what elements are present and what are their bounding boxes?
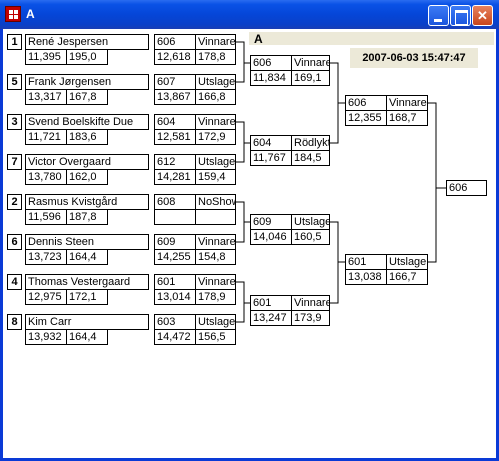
match-stat-2: 166,8 — [195, 89, 236, 105]
match-stat-1: 13,247 — [250, 310, 292, 326]
match-id[interactable]: 606 — [345, 95, 387, 111]
seed-badge: 8 — [7, 314, 22, 330]
player-stat-2: 172,1 — [66, 289, 108, 305]
match-stat-2: 154,8 — [195, 249, 236, 265]
maximize-button[interactable] — [450, 5, 471, 26]
player-name[interactable]: Dennis Steen — [25, 234, 149, 250]
match-stat-2: 159,4 — [195, 169, 236, 185]
match-stat-2: 172,9 — [195, 129, 236, 145]
match-stat-2: 166,7 — [386, 269, 428, 285]
final-winner[interactable]: 606 — [446, 180, 487, 196]
seed-badge: 3 — [7, 114, 22, 130]
match-status: Utslagen — [195, 154, 236, 170]
player-stat-1: 11,721 — [25, 129, 67, 145]
match-status: Vinnare — [195, 34, 236, 50]
match-status: Utslagen — [291, 214, 330, 230]
match-id[interactable]: 608 — [154, 194, 196, 210]
player-stat-1: 13,780 — [25, 169, 67, 185]
match-stat-1: 12,618 — [154, 49, 196, 65]
match-stat-2: 156,5 — [195, 329, 236, 345]
player-stat-2: 164,4 — [66, 249, 108, 265]
match-stat-2: 178,8 — [195, 49, 236, 65]
header-letter: A — [254, 32, 263, 46]
minimize-button[interactable] — [428, 5, 449, 26]
match-stat-1: 11,834 — [250, 70, 292, 86]
match-status: Vinnare — [195, 234, 236, 250]
seed-badge: 4 — [7, 274, 22, 290]
datetime-label: 2007-06-03 15:47:47 — [350, 48, 478, 68]
match-stat-2: 160,5 — [291, 229, 330, 245]
player-stat-2: 195,0 — [66, 49, 108, 65]
match-id[interactable]: 603 — [154, 314, 196, 330]
player-stat-1: 13,723 — [25, 249, 67, 265]
match-stat-2: 178,9 — [195, 289, 236, 305]
player-name[interactable]: René Jespersen — [25, 34, 149, 50]
match-id[interactable]: 606 — [154, 34, 196, 50]
match-id[interactable]: 604 — [154, 114, 196, 130]
player-stat-1: 11,596 — [25, 209, 67, 225]
match-id[interactable]: 601 — [345, 254, 387, 270]
match-status: Utslagen — [195, 314, 236, 330]
match-id[interactable]: 604 — [250, 135, 292, 151]
player-stat-1: 13,317 — [25, 89, 67, 105]
match-stat-1: 12,581 — [154, 129, 196, 145]
player-stat-1: 12,975 — [25, 289, 67, 305]
title-bar[interactable]: A ✕ — [0, 0, 499, 29]
match-id[interactable]: 612 — [154, 154, 196, 170]
match-stat-1: 13,014 — [154, 289, 196, 305]
match-stat-1: 13,867 — [154, 89, 196, 105]
seed-badge: 1 — [7, 34, 22, 50]
seed-badge: 7 — [7, 154, 22, 170]
player-stat-2: 164,4 — [66, 329, 108, 345]
player-name[interactable]: Rasmus Kvistgård — [25, 194, 149, 210]
seed-badge: 5 — [7, 74, 22, 90]
player-stat-1: 11,395 — [25, 49, 67, 65]
app-icon[interactable] — [5, 6, 21, 22]
match-stat-1: 11,767 — [250, 150, 292, 166]
match-status: Vinnare — [195, 274, 236, 290]
match-status: Vinnare — [386, 95, 428, 111]
match-status: Vinnare — [291, 295, 330, 311]
player-name[interactable]: Svend Boelskifte Due — [25, 114, 149, 130]
match-stat-2: 184,5 — [291, 150, 330, 166]
match-id[interactable]: 609 — [250, 214, 292, 230]
player-name[interactable]: Victor Overgaard — [25, 154, 149, 170]
match-stat-2: 169,1 — [291, 70, 330, 86]
match-stat-1: 14,472 — [154, 329, 196, 345]
player-stat-2: 162,0 — [66, 169, 108, 185]
seed-badge: 6 — [7, 234, 22, 250]
header-bar — [249, 32, 494, 45]
seed-badge: 2 — [7, 194, 22, 210]
player-stat-2: 167,8 — [66, 89, 108, 105]
match-stat-1 — [154, 209, 196, 225]
close-button[interactable]: ✕ — [472, 5, 493, 26]
match-id[interactable]: 607 — [154, 74, 196, 90]
player-stat-2: 187,8 — [66, 209, 108, 225]
match-stat-2 — [195, 209, 236, 225]
match-stat-1: 14,255 — [154, 249, 196, 265]
window-title: A — [26, 7, 35, 21]
player-name[interactable]: Kim Carr — [25, 314, 149, 330]
match-status: Utslagen — [386, 254, 428, 270]
match-id[interactable]: 601 — [154, 274, 196, 290]
player-name[interactable]: Thomas Vestergaard — [25, 274, 149, 290]
player-name[interactable]: Frank Jørgensen — [25, 74, 149, 90]
match-stat-2: 168,7 — [386, 110, 428, 126]
player-stat-2: 183,6 — [66, 129, 108, 145]
match-stat-1: 12,355 — [345, 110, 387, 126]
match-status: Vinnare — [195, 114, 236, 130]
match-status: NoShow — [195, 194, 236, 210]
match-id[interactable]: 601 — [250, 295, 292, 311]
match-status: Utslagen — [195, 74, 236, 90]
match-id[interactable]: 609 — [154, 234, 196, 250]
match-stat-1: 13,038 — [345, 269, 387, 285]
match-stat-1: 14,281 — [154, 169, 196, 185]
match-stat-1: 14,046 — [250, 229, 292, 245]
match-status: Rödlykta — [291, 135, 330, 151]
player-stat-1: 13,932 — [25, 329, 67, 345]
match-status: Vinnare — [291, 55, 330, 71]
match-stat-2: 173,9 — [291, 310, 330, 326]
match-id[interactable]: 606 — [250, 55, 292, 71]
